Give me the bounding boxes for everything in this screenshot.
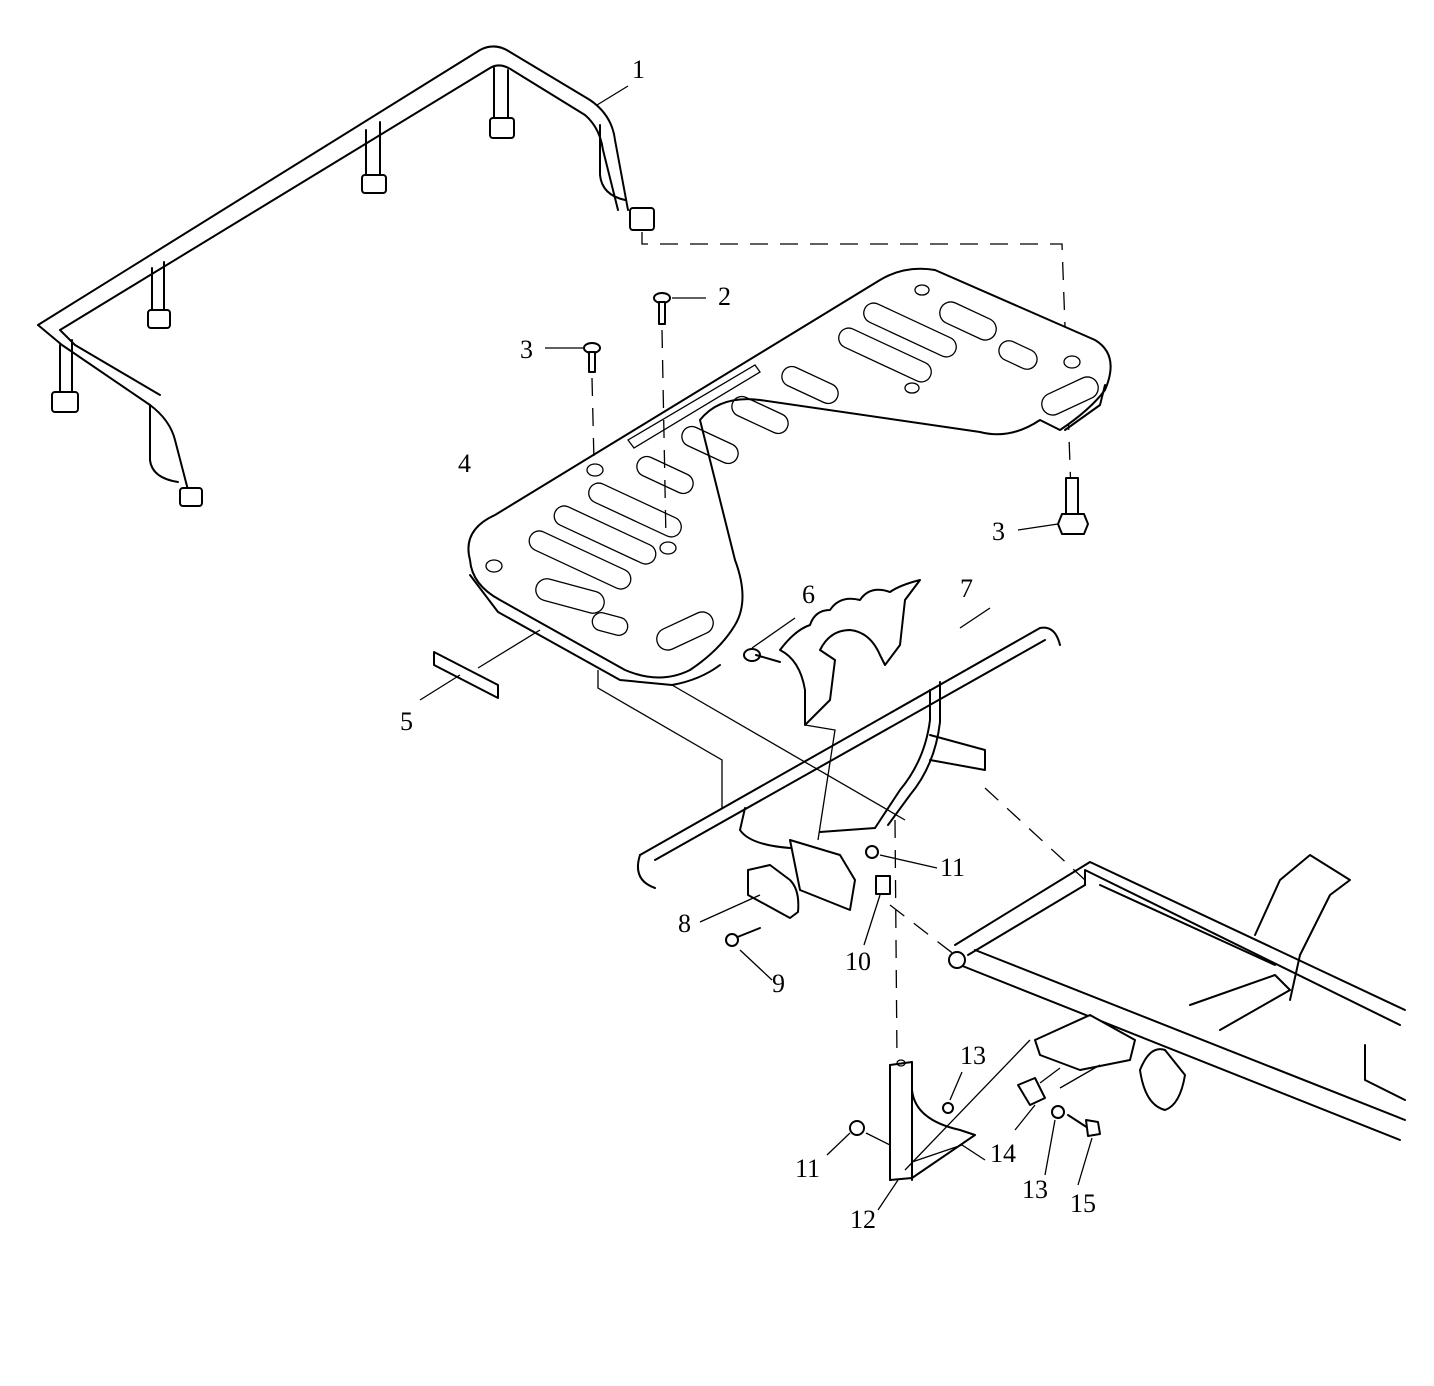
clip (863, 875, 891, 946)
nut-lower (826, 1120, 891, 1156)
part-label: 13 (960, 1041, 986, 1070)
assembly-line (597, 670, 723, 808)
nut-upper (865, 845, 938, 869)
part-label: 3 (520, 335, 533, 364)
hitch-bracket (877, 1039, 1031, 1211)
rack-rail (37, 45, 655, 507)
part-label: 4 (458, 449, 471, 478)
part-label: 10 (845, 947, 871, 976)
part-label: 15 (1070, 1189, 1096, 1218)
rack-panel (467, 267, 1112, 686)
part-label: 7 (960, 574, 973, 603)
washer-upper (942, 1071, 963, 1114)
part-label: 2 (718, 282, 731, 311)
part-label: 8 (678, 909, 691, 938)
assembly-line (894, 819, 898, 1061)
mount-screw (725, 927, 773, 981)
part-label: 9 (772, 969, 785, 998)
part-label: 6 (802, 580, 815, 609)
part-label: 12 (850, 1205, 876, 1234)
part-label: 3 (992, 517, 1005, 546)
washer-lower (1044, 1105, 1065, 1176)
part-label: 14 (990, 1139, 1016, 1168)
part-label: 11 (795, 1154, 820, 1183)
assembly-line (671, 684, 906, 821)
part-label: 11 (940, 853, 965, 882)
mount-plate (699, 839, 856, 923)
spacer (1014, 1067, 1061, 1131)
part-label: 1 (632, 55, 645, 84)
hitch-bolt (1059, 1064, 1101, 1186)
part-label: 13 (1022, 1175, 1048, 1204)
assembly-line (889, 904, 956, 956)
screw-left (545, 342, 601, 463)
bolt-bracket (743, 579, 921, 841)
chassis-frame (948, 854, 1406, 1141)
part-label: 5 (400, 707, 413, 736)
reflector-decal (419, 629, 541, 701)
screw (653, 292, 706, 541)
bolt-right (1017, 477, 1089, 535)
support-frame (636, 607, 1061, 889)
assembly-line (984, 787, 1086, 881)
